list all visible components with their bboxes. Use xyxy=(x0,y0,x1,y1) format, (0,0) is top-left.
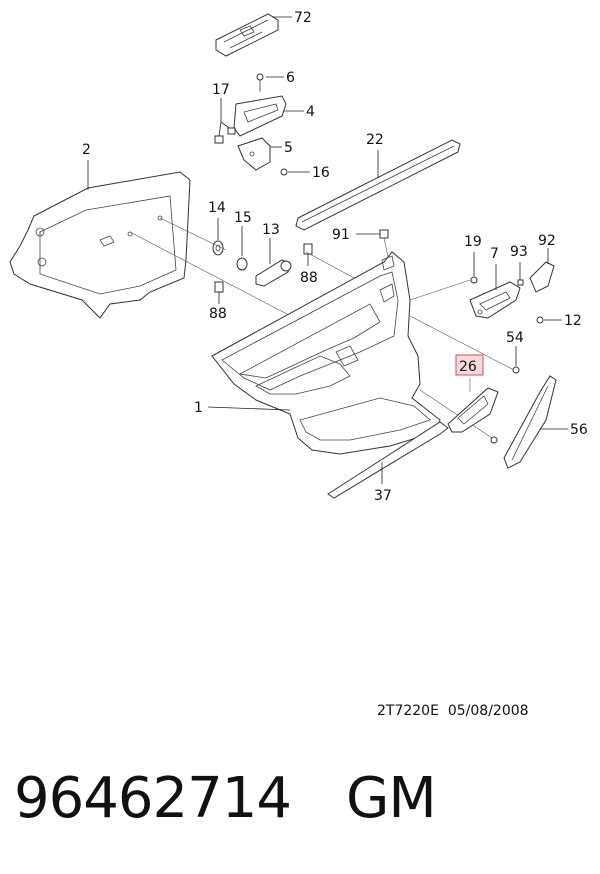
callout-92: 92 xyxy=(538,233,556,249)
callout-1: 1 xyxy=(194,400,203,416)
part-13-regulator-handle xyxy=(255,238,292,287)
callout-15: 15 xyxy=(234,210,252,226)
part-1-door-trim-panel xyxy=(207,251,441,455)
callout-6: 6 xyxy=(286,70,295,86)
part-72-window-switch xyxy=(215,13,292,57)
part-16-screw xyxy=(280,168,310,176)
part-number-line: 96462714 GM xyxy=(14,766,437,831)
callout-17: 17 xyxy=(212,82,230,98)
part-6-screw xyxy=(256,73,284,92)
part-37-lower-moulding xyxy=(327,421,449,499)
callout-56: 56 xyxy=(570,422,588,438)
callout-16: 16 xyxy=(312,165,330,181)
callout-72: 72 xyxy=(294,10,312,26)
part-2-water-deflector xyxy=(9,160,191,319)
callout-91: 91 xyxy=(332,227,350,243)
construction-lines xyxy=(129,217,515,439)
callout-26-highlight xyxy=(455,354,484,376)
drawing-code: 2T7220E xyxy=(377,703,439,719)
callout-37: 37 xyxy=(374,488,392,504)
part-19-screw xyxy=(470,252,478,284)
part-17-clips xyxy=(214,98,236,144)
drawing-code-date: 2T7220E 05/08/2008 xyxy=(377,703,529,719)
part-12-screw xyxy=(536,316,562,324)
callout-19: 19 xyxy=(464,234,482,250)
callout-13: 13 xyxy=(262,222,280,238)
callout-12: 12 xyxy=(564,313,582,329)
brand: GM xyxy=(346,766,437,831)
callout-88-left: 88 xyxy=(209,306,227,322)
callout-5: 5 xyxy=(284,140,293,156)
part-14-grommet xyxy=(212,218,224,256)
callout-88-right: 88 xyxy=(300,270,318,286)
drawing-date: 05/08/2008 xyxy=(447,703,529,719)
part-92-cap xyxy=(529,248,555,293)
callout-22: 22 xyxy=(366,132,384,148)
callout-26: 26 xyxy=(459,359,477,375)
part-4-switch-bezel xyxy=(233,95,304,137)
part-91-clip xyxy=(356,229,389,239)
part-88-clip-right xyxy=(303,243,313,266)
callout-2: 2 xyxy=(82,142,91,158)
part-93-screw xyxy=(517,262,524,286)
part-22-belt-moulding xyxy=(295,139,461,231)
callout-93: 93 xyxy=(510,244,528,260)
part-5-bracket xyxy=(237,137,282,171)
callout-4: 4 xyxy=(306,104,315,120)
part-56-pillar-moulding xyxy=(503,375,568,469)
callout-54: 54 xyxy=(506,330,524,346)
part-88-clip-left xyxy=(214,281,224,304)
part-54-screw xyxy=(512,346,520,374)
part-26-pull-cover xyxy=(447,378,499,444)
callout-7: 7 xyxy=(490,246,499,262)
part-15-washer xyxy=(236,226,248,271)
part-number: 96462714 xyxy=(14,766,292,831)
part-7-inner-handle xyxy=(469,264,521,319)
callout-14: 14 xyxy=(208,200,226,216)
